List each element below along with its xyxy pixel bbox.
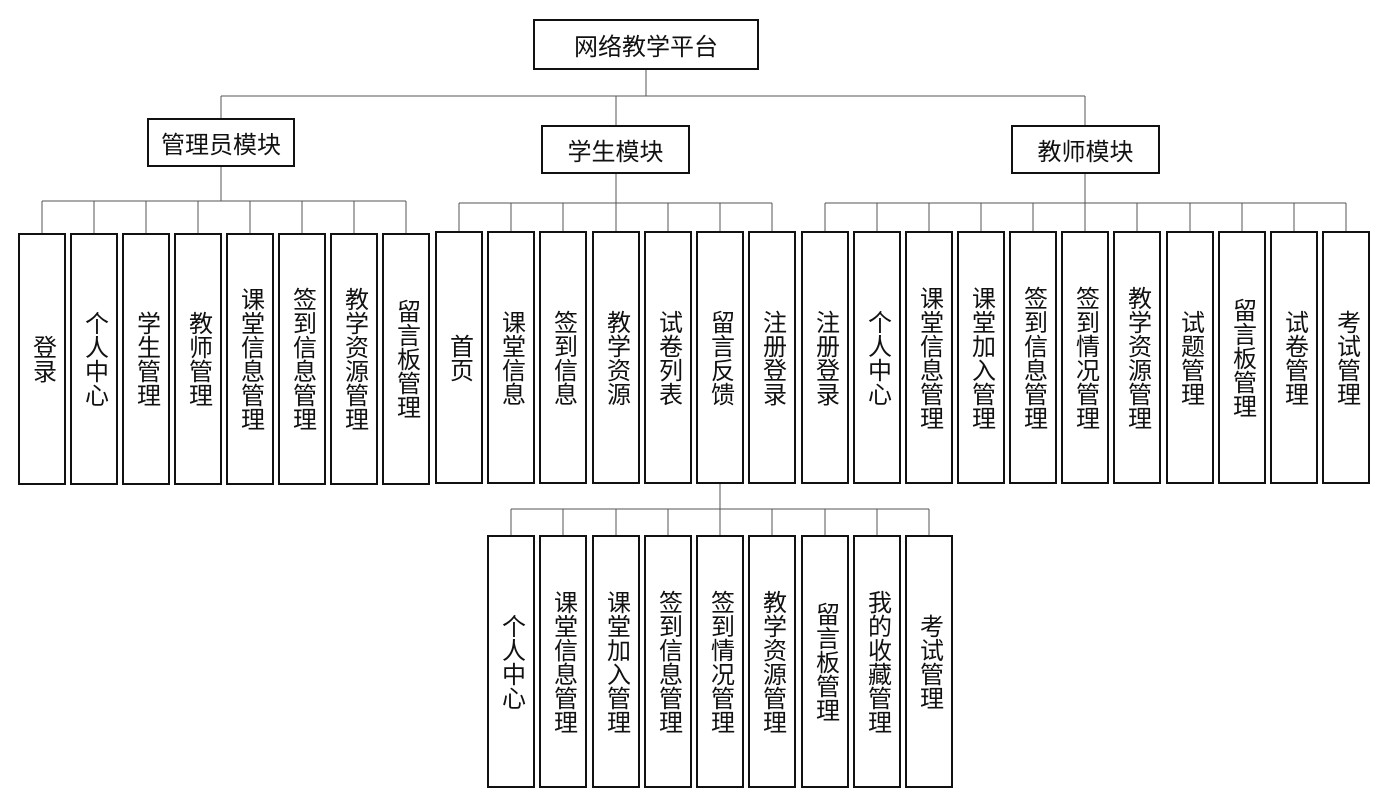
teacher-item: 个人中心 xyxy=(853,231,901,484)
student-sub-item: 考试管理 xyxy=(905,535,953,788)
admin-item: 教师管理 xyxy=(174,233,222,485)
student-item: 课堂信息 xyxy=(487,231,535,484)
student-sub-item: 教学资源管理 xyxy=(748,535,796,788)
teacher-item: 教学资源管理 xyxy=(1113,231,1161,484)
student-item: 试卷列表 xyxy=(644,231,692,484)
admin-item: 个人中心 xyxy=(70,233,118,485)
teacher-item: 注册登录 xyxy=(801,231,849,484)
admin-item: 登录 xyxy=(18,233,66,485)
teacher-item: 试卷管理 xyxy=(1270,231,1318,484)
admin-item: 签到信息管理 xyxy=(278,233,326,485)
teacher-connectors xyxy=(824,174,1347,231)
teacher-item: 签到信息管理 xyxy=(1009,231,1057,484)
student-sub-item: 签到信息管理 xyxy=(644,535,692,788)
admin-item: 课堂信息管理 xyxy=(226,233,274,485)
teacher-item: 课堂信息管理 xyxy=(905,231,953,484)
student-item: 注册登录 xyxy=(748,231,796,484)
student-item: 签到信息 xyxy=(539,231,587,484)
student-sub-item: 我的收藏管理 xyxy=(853,535,901,788)
admin-item: 学生管理 xyxy=(122,233,170,485)
teacher-item: 试题管理 xyxy=(1166,231,1214,484)
admin-item: 教学资源管理 xyxy=(330,233,378,485)
student-module-node: 学生模块 xyxy=(541,125,690,174)
root-node: 网络教学平台 xyxy=(533,19,759,70)
admin-item: 留言板管理 xyxy=(382,233,430,485)
student-item: 教学资源 xyxy=(592,231,640,484)
admin-module-node: 管理员模块 xyxy=(147,118,295,167)
student-sub-item: 留言板管理 xyxy=(801,535,849,788)
student-sub-connectors xyxy=(510,484,930,535)
root-connectors xyxy=(220,70,1086,125)
student-sub-item: 签到情况管理 xyxy=(696,535,744,788)
student-sub-item: 课堂信息管理 xyxy=(539,535,587,788)
admin-connectors xyxy=(41,167,407,233)
student-item: 留言反馈 xyxy=(696,231,744,484)
student-sub-item: 个人中心 xyxy=(487,535,535,788)
teacher-item: 课堂加入管理 xyxy=(957,231,1005,484)
student-connectors xyxy=(458,174,773,231)
teacher-item: 签到情况管理 xyxy=(1061,231,1109,484)
student-sub-item: 课堂加入管理 xyxy=(592,535,640,788)
teacher-module-node: 教师模块 xyxy=(1011,125,1160,174)
teacher-item: 留言板管理 xyxy=(1218,231,1266,484)
teacher-item: 考试管理 xyxy=(1322,231,1370,484)
student-item: 首页 xyxy=(435,231,483,484)
